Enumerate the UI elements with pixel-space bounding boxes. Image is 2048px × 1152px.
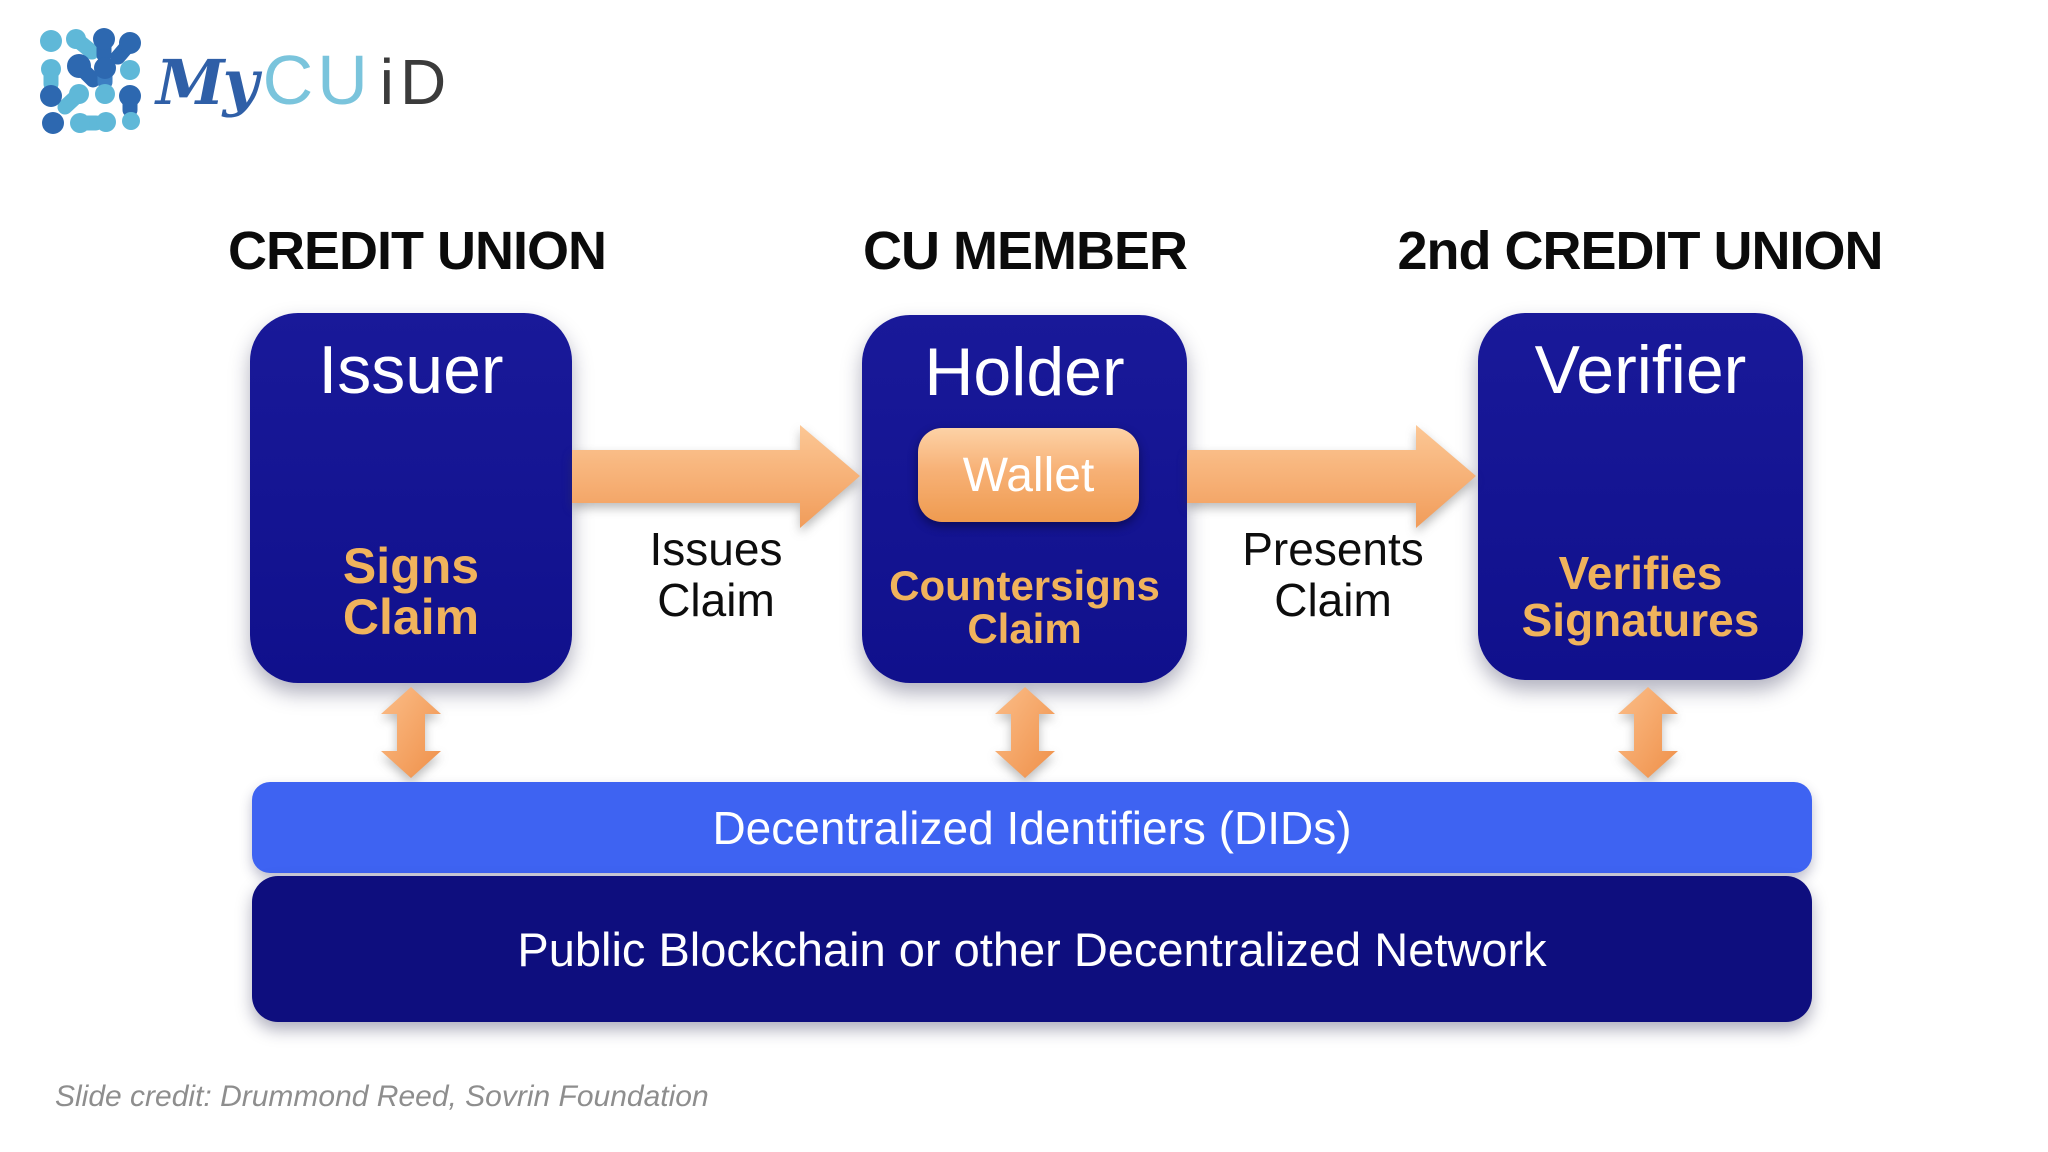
blockchain-layer-label: Public Blockchain or other Decentralized… [517, 922, 1547, 976]
header-2nd-credit-union: 2nd CREDIT UNION [1397, 221, 1883, 281]
mycuid-logo: My CU iD [38, 26, 452, 136]
holder-action-line2: Claim [967, 605, 1082, 653]
presents-claim-line2: Claim [1274, 573, 1392, 626]
verifier-did-arrow [1618, 687, 1678, 778]
header-cu-member: CU MEMBER [863, 221, 1188, 281]
issues-claim-arrow [572, 425, 860, 528]
logo-text-cu: CU [262, 41, 372, 119]
verifier-title: Verifier [1534, 332, 1747, 408]
dids-layer-label: Decentralized Identifiers (DIDs) [712, 801, 1352, 854]
issuer-action-label: Signs Claim [250, 541, 572, 643]
holder-action-label: Countersigns Claim [862, 565, 1187, 651]
slide-credit: Slide credit: Drummond Reed, Sovrin Foun… [55, 1080, 709, 1113]
issuer-action-line1: Signs [342, 538, 480, 594]
wallet-chip: Wallet [918, 428, 1139, 522]
holder-action-line1: Countersigns [889, 562, 1160, 610]
holder-title: Holder [924, 334, 1125, 410]
verifier-action-line1: Verifies [1558, 547, 1723, 600]
wallet-label: Wallet [962, 448, 1095, 502]
presents-claim-label: Presents Claim [1242, 524, 1424, 625]
issuer-did-arrow [381, 687, 441, 778]
holder-did-arrow [995, 687, 1055, 778]
network-dots-icon [40, 28, 141, 134]
logo-wordmark: My CU iD [156, 40, 452, 120]
holder-box: Holder Wallet Countersigns Claim [862, 315, 1187, 683]
issues-claim-line2: Claim [657, 573, 775, 626]
verifier-action-label: Verifies Signatures [1478, 550, 1803, 644]
logo-text-my: My [156, 46, 259, 119]
issues-claim-line1: Issues [649, 523, 783, 575]
verifier-action-line2: Signatures [1521, 594, 1760, 647]
verifier-box: Verifier Verifies Signatures [1478, 313, 1803, 680]
issuer-action-line2: Claim [342, 589, 480, 645]
dids-layer-bar: Decentralized Identifiers (DIDs) [252, 782, 1812, 873]
issues-claim-label: Issues Claim [650, 524, 783, 625]
issuer-box: Issuer Signs Claim [250, 313, 572, 683]
presents-claim-line1: Presents [1242, 523, 1424, 575]
header-credit-union: CREDIT UNION [228, 221, 607, 281]
logo-text-id: iD [379, 46, 453, 118]
issuer-title: Issuer [318, 332, 504, 408]
blockchain-layer-bar: Public Blockchain or other Decentralized… [252, 876, 1812, 1022]
presents-claim-arrow [1187, 425, 1476, 528]
